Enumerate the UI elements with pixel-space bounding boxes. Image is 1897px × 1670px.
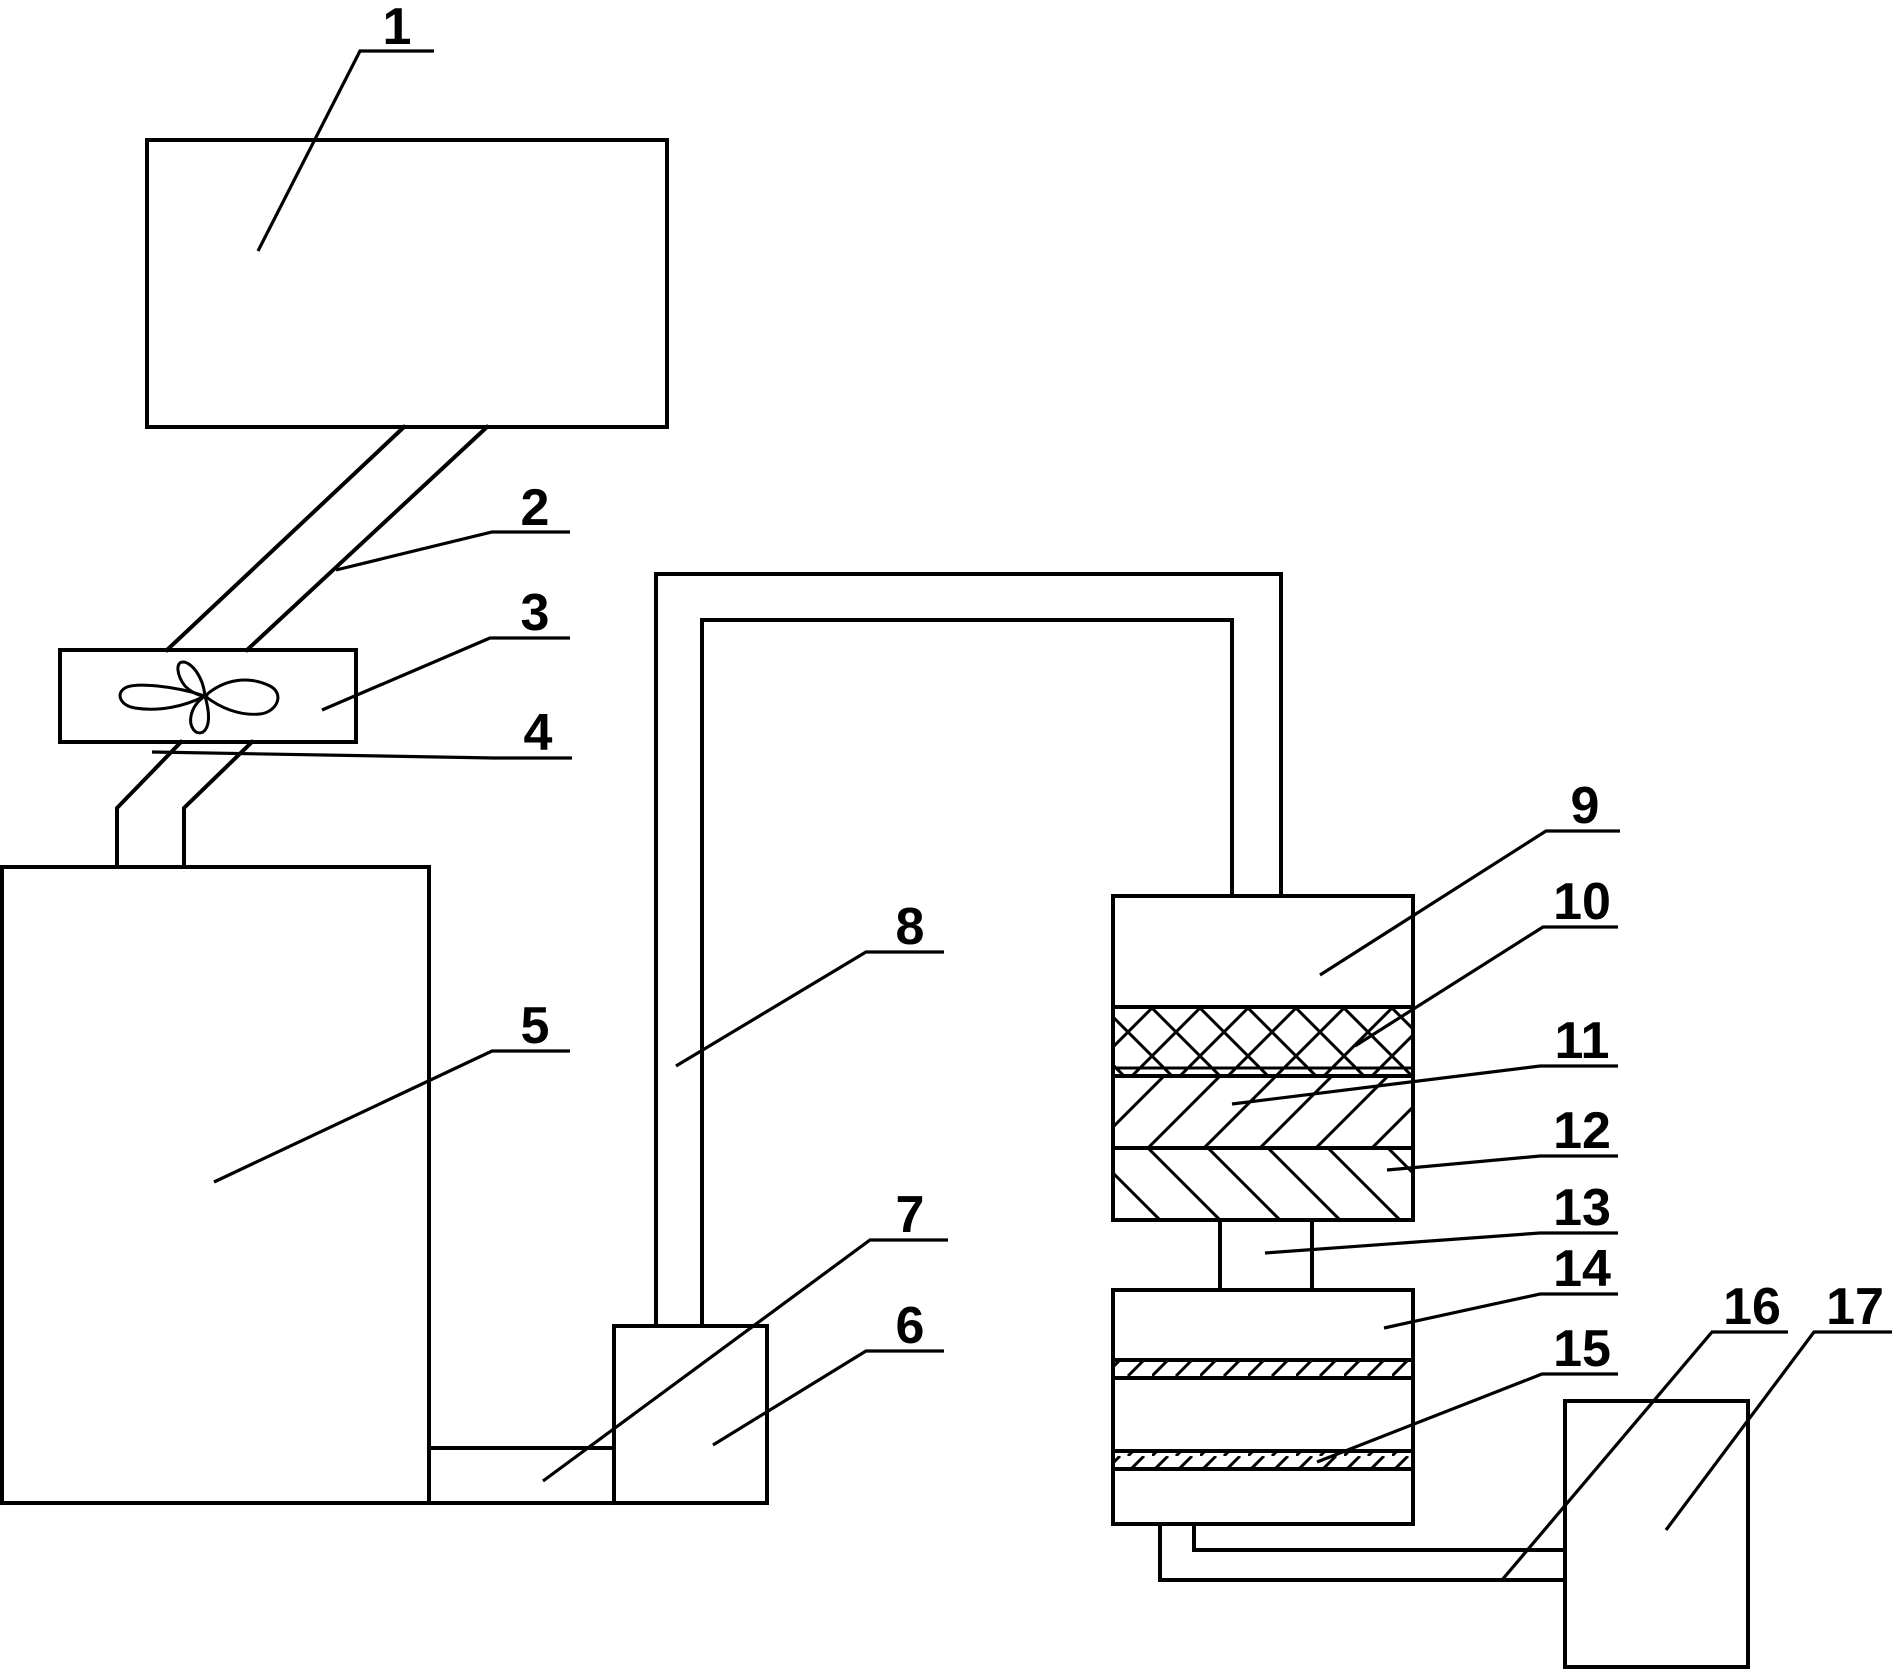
label-6: 6 — [896, 1297, 925, 1355]
label-2: 2 — [521, 479, 550, 537]
label-17: 17 — [1826, 1278, 1884, 1336]
label-1: 1 — [383, 0, 412, 56]
component-17-box — [1563, 1399, 1750, 1669]
component-9-box — [1111, 894, 1415, 1222]
component-10-layer — [1113, 1007, 1413, 1076]
label-12: 12 — [1553, 1102, 1611, 1160]
component-14-box — [1111, 1288, 1415, 1526]
label-15: 15 — [1553, 1320, 1611, 1378]
label-16: 16 — [1723, 1278, 1781, 1336]
label-8: 8 — [896, 898, 925, 956]
component-4-duct — [115, 739, 255, 869]
component-2-duct — [164, 424, 490, 653]
label-7: 7 — [896, 1186, 925, 1244]
label-11: 11 — [1555, 1012, 1610, 1070]
label-13: 13 — [1553, 1179, 1611, 1237]
component-16-pipe — [1158, 1522, 1567, 1582]
label-4: 4 — [524, 704, 553, 762]
component-12-layer — [1113, 1148, 1413, 1220]
component-8-pipe — [654, 572, 1283, 1328]
component-6-box — [612, 1324, 769, 1505]
component-5-tank — [0, 865, 431, 1505]
label-9: 9 — [1571, 777, 1600, 835]
label-14: 14 — [1553, 1240, 1611, 1298]
label-3: 3 — [521, 584, 550, 642]
labels: 1 2 3 4 5 6 7 8 9 10 11 12 13 14 15 16 1… — [383, 0, 1884, 1378]
component-13-connector — [1218, 1218, 1314, 1292]
leader-lines — [151, 49, 1892, 1582]
component-7-pipe — [427, 1446, 616, 1505]
label-5: 5 — [521, 997, 550, 1055]
component-1-box — [145, 138, 669, 429]
fan-icon — [118, 660, 280, 735]
label-10: 10 — [1553, 873, 1611, 931]
